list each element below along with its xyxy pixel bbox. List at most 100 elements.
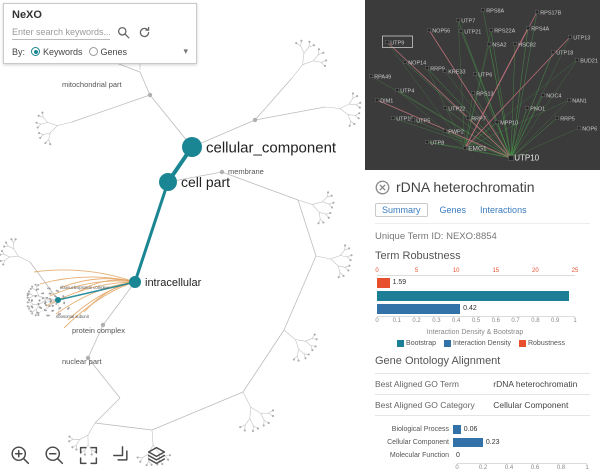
radio-genes[interactable]: Genes [88,46,128,57]
reset-button[interactable] [136,24,152,40]
align-bar [453,425,461,434]
gene-label: NSA2 [492,42,506,48]
gene-node-UTP15[interactable]: UTP15 [391,116,413,122]
gene-node-NAN1[interactable]: NAN1 [567,98,587,104]
radio-dot[interactable] [31,47,41,56]
gene-node-RRP9[interactable]: RRP9 [425,66,445,72]
robustness-section-title: Term Robustness [375,250,461,262]
zoom-out-icon [45,446,64,465]
gene-node-DIM1[interactable]: DIM1 [375,98,393,104]
gene-node-UTP6[interactable]: UTP6 [473,72,492,78]
gene-node-PWP2[interactable]: PWP2 [443,129,464,135]
tree-gray-edges [0,20,362,467]
gene-node-UTP7[interactable]: UTP7 [456,18,475,24]
gene-node-UTP18[interactable]: UTP18 [551,50,573,56]
gene-node-UTP9[interactable]: UTP9 [382,35,413,48]
tree-node-cellular_component[interactable] [182,137,202,157]
tree-node-intracellular[interactable] [129,276,141,288]
gene-label: UTP6 [478,72,492,78]
reset-icon [139,26,149,37]
gene-label: NOC4 [546,93,561,99]
gene-node-UTP22[interactable]: UTP22 [443,106,465,112]
radio-label: Genes [100,46,128,57]
gene-label: UTP13 [573,35,590,41]
gene-node-NOP14[interactable]: NOP14 [403,60,426,66]
gene-node-PNO1[interactable]: PNO1 [525,106,545,112]
network-edges [370,9,580,159]
gene-node-UTP8[interactable]: UTP8 [425,140,444,146]
tab-summary[interactable]: Summary [375,203,428,217]
fit-screen-button[interactable] [78,445,99,466]
gene-node-NSA2[interactable]: NSA2 [487,42,507,48]
gene-node-RPS17B[interactable]: RPS17B [535,10,562,16]
gene-node-NOP6[interactable]: NOP6 [577,126,597,132]
search-row [12,24,188,40]
gene-label: DIM1 [380,98,393,104]
gene-node-MPP10[interactable]: MPP10 [495,120,518,126]
unique-term-id: Unique Term ID: NEXO:8854 [375,231,497,242]
collapse-button[interactable] [112,445,133,466]
gene-node-UTP4[interactable]: UTP4 [395,88,414,94]
legend-robustness: Robustness [518,340,565,347]
search-input[interactable] [12,24,110,40]
go-row-value: Cellular Component [493,400,569,410]
by-label: By: [12,46,26,57]
gene-node-UTP5[interactable]: UTP5 [411,118,430,124]
radio-dot[interactable] [88,47,98,56]
gene-node-HSC82[interactable]: HSC82 [513,42,536,48]
gene-label: UTP4 [400,88,414,94]
gene-label: NOP6 [582,126,597,132]
close-button[interactable] [375,180,390,195]
bar-row-robustness: 1.59 [377,276,590,289]
tab-genes[interactable]: Genes [439,205,467,215]
align-bar-value: 0.06 [463,426,478,433]
gene-label: NAN1 [572,98,587,104]
gene-label: RPS13 [476,91,493,97]
bar-row-interaction-density: 0.42 [377,302,590,315]
gene-node-UTP10[interactable]: UTP10 [508,153,540,162]
gene-node-UTP13[interactable]: UTP13 [568,35,590,41]
gene-label: PNO1 [530,106,545,112]
search-button[interactable] [115,24,131,40]
gene-node-RRP5[interactable]: RRP5 [555,116,575,122]
gene-node-KRE33[interactable]: KRE33 [443,69,466,75]
gene-node-RPA49[interactable]: RPA49 [369,74,391,80]
gene-label: RPS8A [486,8,504,14]
go-row-value: rDNA heterochromatin [493,379,578,389]
gene-node-UTP21[interactable]: UTP21 [459,29,481,35]
gene-node-RRP7[interactable]: RRP7 [466,116,486,122]
tree-label: mitochondrial part [62,80,123,89]
zoom-out-button[interactable] [44,445,65,466]
gene-node-RPS22A[interactable]: RPS22A [489,28,516,34]
gene-node-NOC4[interactable]: NOC4 [541,93,561,99]
gene-node-RPS13[interactable]: RPS13 [471,91,494,97]
radio-keywords[interactable]: Keywords [31,47,83,57]
gene-node-RPS8A[interactable]: RPS8A [481,8,505,14]
go-row-best-aligned-go-term: Best Aligned GO Term rDNA heterochromatin [375,374,590,395]
go-row-label: Best Aligned GO Term [375,379,459,389]
gene-node-EMG1[interactable]: EMG1 [463,145,487,152]
caret-down-icon[interactable]: ▾ [183,46,188,56]
gene-node-RPS4A[interactable]: RPS4A [526,26,550,32]
bar-robustness [377,277,390,288]
tab-interactions[interactable]: Interactions [480,205,527,215]
gene-node-BUD21[interactable]: BUD21 [575,58,598,64]
double-chevron-icon [113,446,128,461]
zoom-in-button[interactable] [10,445,31,466]
tree-node-label: cellular_component [206,139,337,156]
gene-label: RPA49 [374,74,391,80]
gene-label: UTP15 [396,116,413,122]
tree-node-cell-part[interactable] [159,173,177,191]
layers-button[interactable] [146,445,167,466]
gene-label: NOP56 [432,28,450,34]
gene-node-NOP56[interactable]: NOP56 [427,28,450,34]
